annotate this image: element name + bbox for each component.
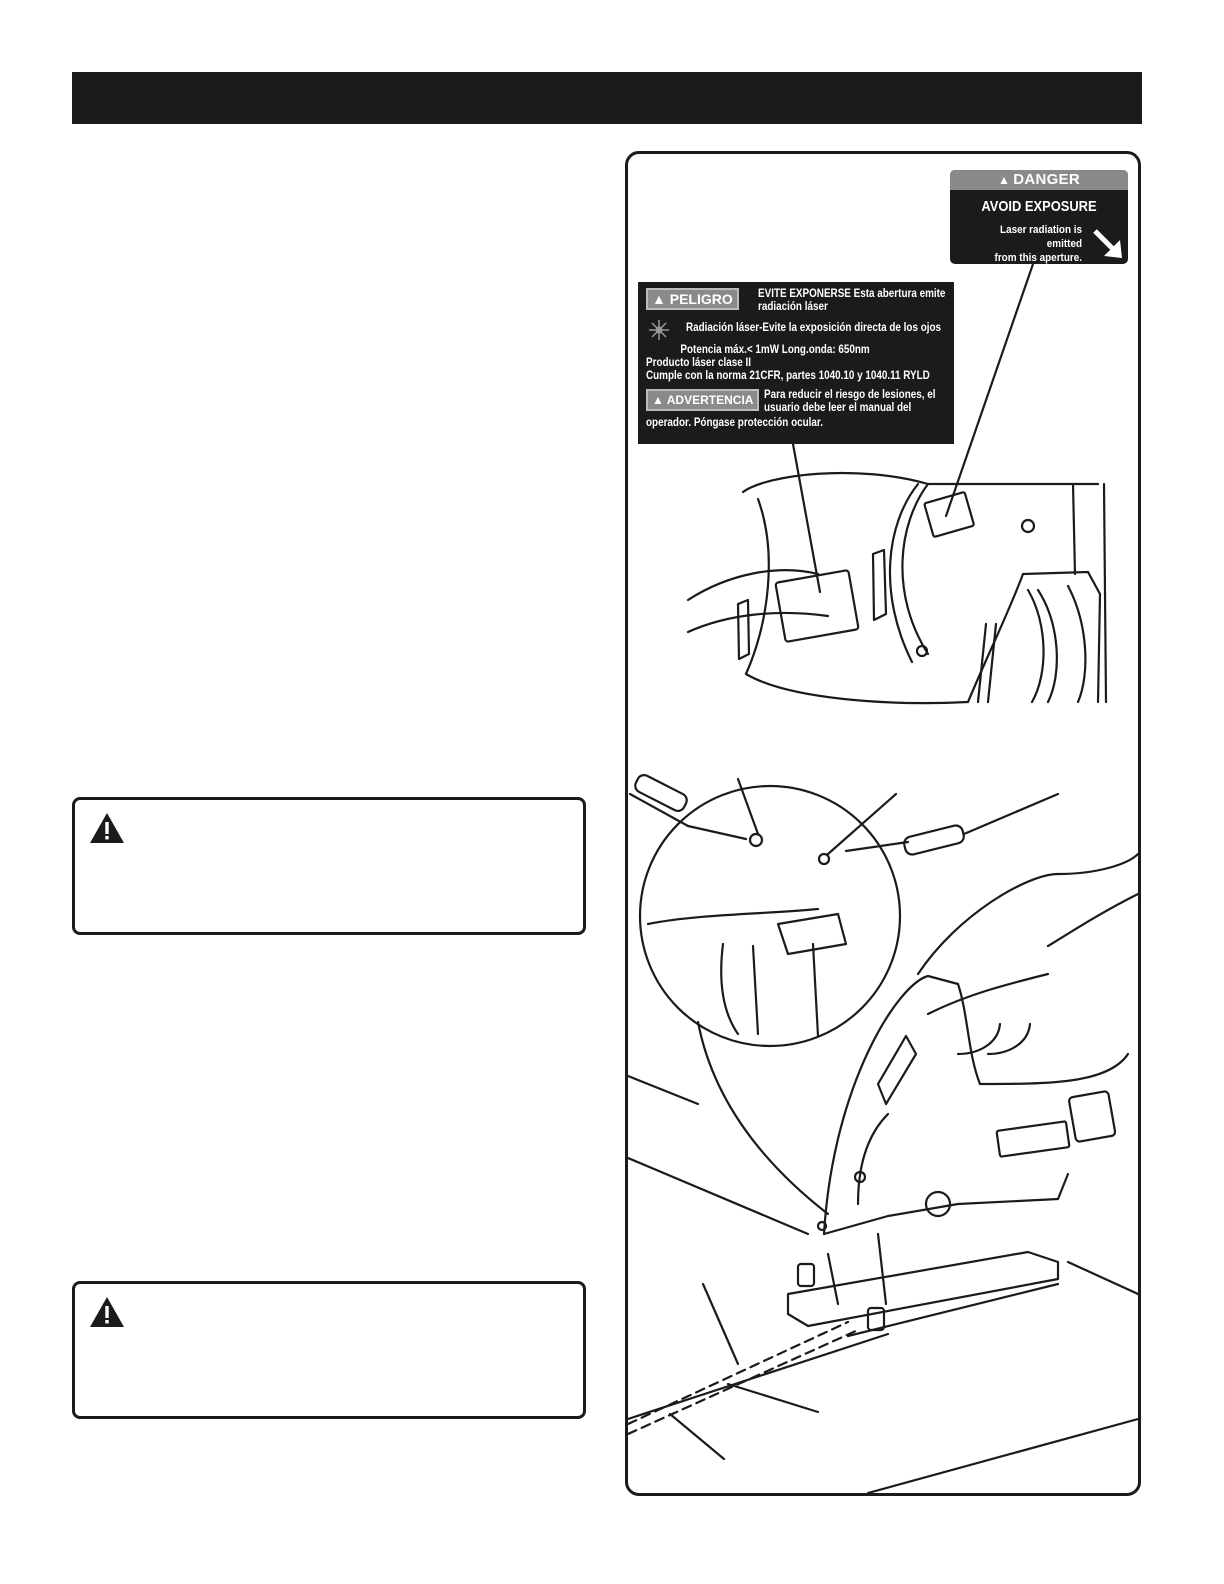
danger-label-text: Laser radiation is emitted from this ape… (994, 224, 1082, 264)
aperture-arrow-icon (1093, 229, 1122, 258)
advertencia-badge: ▲ ADVERTENCIA (646, 389, 760, 411)
peligro-class-line: Producto láser clase II (646, 357, 752, 369)
peligro-warning-line3: operador. Póngase protección ocular. (646, 417, 823, 429)
section-header-bar (72, 72, 1142, 124)
peligro-label: ▲ PELIGRO EVITE EXPONERSE Esta abertura … (638, 282, 954, 444)
illustration-frame: ▲DANGER AVOID EXPOSURE Laser radiation i… (625, 151, 1141, 1496)
warning-triangle-icon (90, 813, 124, 843)
danger-label-heading: ▲DANGER (950, 170, 1128, 190)
warning-box-2 (72, 1281, 586, 1419)
laser-starburst-icon (649, 320, 669, 340)
peligro-norm-line: Cumple con la norma 21CFR, partes 1040.1… (646, 370, 930, 382)
peligro-radiation-line: Radiación láser-Evite la exposición dire… (686, 322, 942, 334)
jig-saw-illustration (628, 262, 1138, 1493)
peligro-badge: ▲ PELIGRO (646, 288, 739, 310)
peligro-power-line: Potencia máx.< 1mW Long.onda: 650nm (680, 344, 870, 356)
warning-box-1 (72, 797, 586, 935)
danger-label-title: AVOID EXPOSURE (981, 198, 1097, 215)
danger-label: ▲DANGER AVOID EXPOSURE Laser radiation i… (950, 170, 1128, 264)
warning-triangle-icon (90, 1297, 124, 1327)
